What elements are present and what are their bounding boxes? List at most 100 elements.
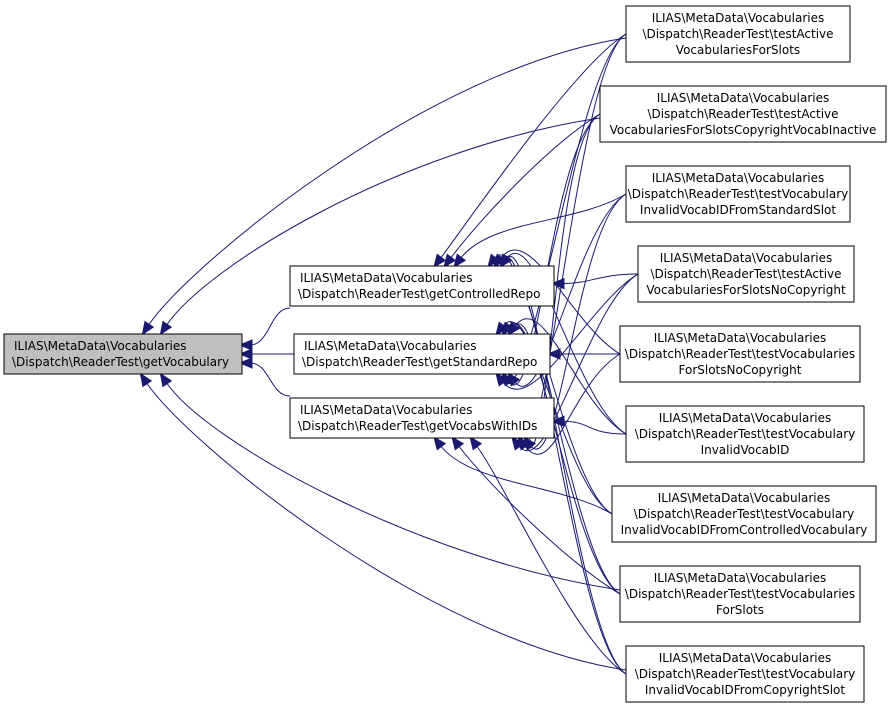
edge-line <box>561 273 639 285</box>
node-label-line: InvalidVocabID <box>701 443 790 457</box>
edge-line <box>513 318 627 435</box>
node-box <box>625 645 865 703</box>
arrowhead-icon <box>238 339 253 351</box>
edge-line <box>523 353 621 455</box>
edge-getStandardRepo-to-getVocabulary <box>238 348 295 360</box>
edge-line <box>513 323 627 675</box>
node-box <box>599 85 887 143</box>
arrowhead-icon <box>159 320 173 336</box>
node-label-line: \Dispatch\ReaderTest\testVocabulary <box>634 507 855 521</box>
arrowhead-icon <box>139 372 153 388</box>
node-box <box>611 485 877 543</box>
node-label-line: \Dispatch\ReaderTest\testVocabularies <box>625 347 855 361</box>
arrowhead-icon <box>433 435 447 451</box>
node-label-line: ILIAS\MetaData\Vocabularies <box>652 171 825 185</box>
node-label-line: ILIAS\MetaData\Vocabularies <box>652 11 825 25</box>
arrowhead-icon <box>451 435 465 451</box>
edge-t4-to-getVocabsWithIDs <box>511 273 639 452</box>
node-label-line: \Dispatch\ReaderTest\testActive <box>650 267 841 281</box>
arrowhead-icon <box>507 371 521 387</box>
node-label-line: ILIAS\MetaData\Vocabularies <box>659 651 832 665</box>
arrowhead-icon <box>499 253 513 269</box>
edge-t8-to-getVocabsWithIDs <box>451 435 621 595</box>
arrowhead-icon <box>517 435 531 451</box>
node-label-line: InvalidVocabIDFromControlledVocabulary <box>621 523 868 537</box>
node-label-line: \Dispatch\ReaderTest\getStandardRepo <box>302 355 537 369</box>
edge-line <box>439 444 613 515</box>
edge-t1-to-getControlledRepo <box>433 33 627 269</box>
edge-t3-to-getControlledRepo <box>453 193 627 269</box>
node-label-line: ForSlotsNoCopyright <box>679 363 802 377</box>
node-t3[interactable]: ILIAS\MetaData\Vocabularies \Dispatch\Rea… <box>625 165 851 223</box>
node-box <box>637 245 855 303</box>
edge-line <box>459 193 627 260</box>
node-box <box>625 165 851 223</box>
arrowhead-icon <box>495 321 509 337</box>
edge-line <box>249 362 291 397</box>
arrowhead-icon <box>238 348 253 360</box>
edge-line <box>439 33 627 260</box>
node-t6[interactable]: ILIAS\MetaData\Vocabularies\Dispatch\Rea… <box>625 405 865 463</box>
edge-t9-to-getStandardRepo <box>507 321 627 675</box>
arrowhead-icon <box>495 371 509 387</box>
node-box <box>619 325 861 383</box>
node-label-line: ILIAS\MetaData\Vocabularies <box>660 251 833 265</box>
edge-line <box>145 381 627 671</box>
edges-layer <box>139 33 639 675</box>
node-label-line: \Dispatch\ReaderTest\testVocabulary <box>635 667 856 681</box>
edge-line <box>449 113 601 260</box>
arrowhead-icon <box>550 415 565 427</box>
node-label-line: \Dispatch\ReaderTest\getVocabulary <box>12 355 229 369</box>
edge-t6-to-getVocabsWithIDs <box>550 415 627 435</box>
arrowhead-icon <box>469 435 483 451</box>
edge-line <box>457 444 621 595</box>
edge-t9-to-getVocabsWithIDs <box>469 435 627 675</box>
edge-t2-to-getVocabulary <box>159 117 601 336</box>
edge-line <box>529 193 627 450</box>
node-t5[interactable]: ILIAS\MetaData\Vocabularies\Dispatch\Rea… <box>619 325 861 383</box>
node-t1[interactable]: ILIAS\MetaData\Vocabularies\Dispatch\Rea… <box>625 5 851 63</box>
node-t9[interactable]: ILIAS\MetaData\Vocabularies \Dispatch\Rea… <box>625 645 865 703</box>
node-t4[interactable]: ILIAS\MetaData\Vocabularies \Dispatch\Rea… <box>637 245 855 303</box>
edge-t2-to-getControlledRepo <box>443 113 601 269</box>
node-getVocabulary[interactable]: ILIAS\MetaData\Vocabularies\Dispatch\Rea… <box>3 333 243 375</box>
edge-line <box>561 420 627 435</box>
node-label-line: ILIAS\MetaData\Vocabularies <box>304 339 477 353</box>
edge-getVocabsWithIDs-to-getVocabulary <box>238 357 291 397</box>
arrowhead-icon <box>433 253 447 269</box>
arrowhead-icon <box>511 435 525 451</box>
edge-t8-to-getVocabulary <box>159 372 621 591</box>
arrowhead-icon <box>453 253 467 269</box>
arrowhead-icon <box>443 253 457 269</box>
node-box <box>625 5 851 63</box>
node-label-line: \Dispatch\ReaderTest\testVocabulary <box>628 187 849 201</box>
node-getControlledRepo[interactable]: ILIAS\MetaData\Vocabularies\Dispatch\Rea… <box>289 265 555 307</box>
arrowhead-icon <box>487 253 501 269</box>
node-t8[interactable]: ILIAS\MetaData\Vocabularies \Dispatch\Rea… <box>619 565 861 623</box>
edge-t3-to-getStandardRepo <box>507 193 627 387</box>
edge-t9-to-getControlledRepo <box>499 253 627 675</box>
arrowhead-icon <box>159 372 173 388</box>
arrowhead-icon <box>507 321 521 337</box>
edge-t5-to-getVocabsWithIDs <box>517 353 621 455</box>
edge-t4-to-getControlledRepo <box>550 273 639 290</box>
node-label-line: \Dispatch\ReaderTest\testActive <box>647 107 838 121</box>
node-label-line: \Dispatch\ReaderTest\testVocabularies <box>625 587 855 601</box>
node-box <box>625 405 865 463</box>
edge-line <box>505 252 627 435</box>
node-label-line: VocabulariesForSlotsNoCopyright <box>646 283 846 297</box>
node-label-line: ILIAS\MetaData\Vocabularies <box>300 271 473 285</box>
node-getVocabsWithIDs[interactable]: ILIAS\MetaData\Vocabularies\Dispatch\Rea… <box>289 397 555 439</box>
node-label-line: InvalidVocabIDFromStandardSlot <box>640 203 836 217</box>
node-getStandardRepo[interactable]: ILIAS\MetaData\Vocabularies \Dispatch\Rea… <box>293 333 551 375</box>
arrowhead-icon <box>546 348 561 360</box>
node-label-line: VocabulariesForSlots <box>676 43 800 57</box>
node-box <box>3 333 243 375</box>
node-label-line: \Dispatch\ReaderTest\getVocabsWithIDs <box>298 419 537 433</box>
edge-line <box>475 444 627 675</box>
node-t7[interactable]: ILIAS\MetaData\Vocabularies\Dispatch\Rea… <box>611 485 877 543</box>
node-t2[interactable]: ILIAS\MetaData\Vocabularies\Dispatch\Rea… <box>599 85 887 143</box>
edge-line <box>507 322 621 595</box>
node-label-line: ILIAS\MetaData\Vocabularies <box>654 571 827 585</box>
